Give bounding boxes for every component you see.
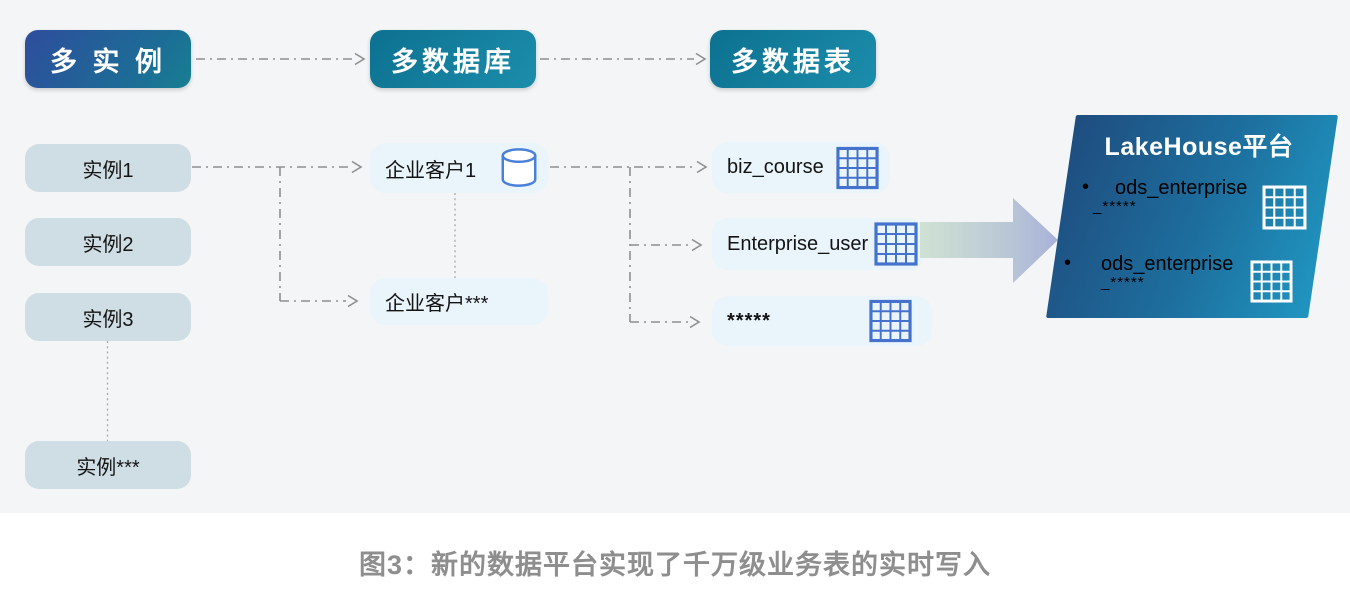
- badge-label: 多数据表: [731, 46, 855, 77]
- bullet-icon: •: [1082, 176, 1090, 198]
- lakehouse-table-name: ods_enterprise: [1101, 253, 1234, 275]
- instance-label: 实例2: [82, 233, 134, 256]
- table-label: biz_course: [727, 156, 824, 178]
- table-label: *****: [727, 309, 771, 332]
- badge-label: 多 实 例: [49, 46, 166, 77]
- instance-label: 实例3: [82, 308, 134, 331]
- table-grid-icon: [874, 222, 918, 266]
- lakehouse-table-suffix: _*****: [1093, 198, 1137, 215]
- database-label: 企业客户1: [385, 159, 477, 182]
- instance-node-2: 实例2: [25, 218, 191, 266]
- table-grid-icon: [869, 299, 912, 343]
- instance-node-more: 实例***: [25, 441, 191, 489]
- badge-label: 多数据库: [391, 46, 515, 77]
- database-node-more: 企业客户***: [370, 278, 548, 325]
- instance-label: 实例1: [82, 159, 134, 182]
- badge-multi-table: 多数据表: [710, 30, 876, 88]
- badge-multi-database: 多数据库: [370, 30, 536, 88]
- figure-caption: 图3：新的数据平台实现了千万级业务表的实时写入: [358, 550, 991, 580]
- table-grid-icon: [1262, 185, 1307, 230]
- table-node-biz-course: biz_course: [712, 142, 890, 193]
- instance-node-3: 实例3: [25, 293, 191, 341]
- database-icon: [498, 147, 540, 189]
- database-label: 企业客户***: [385, 293, 489, 315]
- lakehouse-item: • ods_enterprise _*****: [1082, 177, 1247, 215]
- table-node-enterprise-user: Enterprise_user: [712, 218, 924, 270]
- lakehouse-item: • ods_enterprise _*****: [1064, 253, 1233, 291]
- bullet-icon: •: [1064, 252, 1072, 274]
- table-grid-icon: [836, 146, 879, 189]
- database-node-1: 企业客户1: [370, 143, 548, 193]
- table-label: Enterprise_user: [727, 232, 869, 255]
- table-grid-icon: [1250, 260, 1293, 303]
- instance-node-1: 实例1: [25, 144, 191, 192]
- lakehouse-content: LakeHouse平台: [1046, 115, 1314, 318]
- badge-multi-instance: 多 实 例: [25, 30, 191, 88]
- lakehouse-title: LakeHouse平台: [1104, 133, 1294, 161]
- lakehouse-table-name: ods_enterprise: [1115, 177, 1248, 199]
- lakehouse-table-suffix: _*****: [1101, 274, 1145, 291]
- table-node-more: *****: [712, 296, 932, 346]
- instance-label: 实例***: [76, 456, 140, 479]
